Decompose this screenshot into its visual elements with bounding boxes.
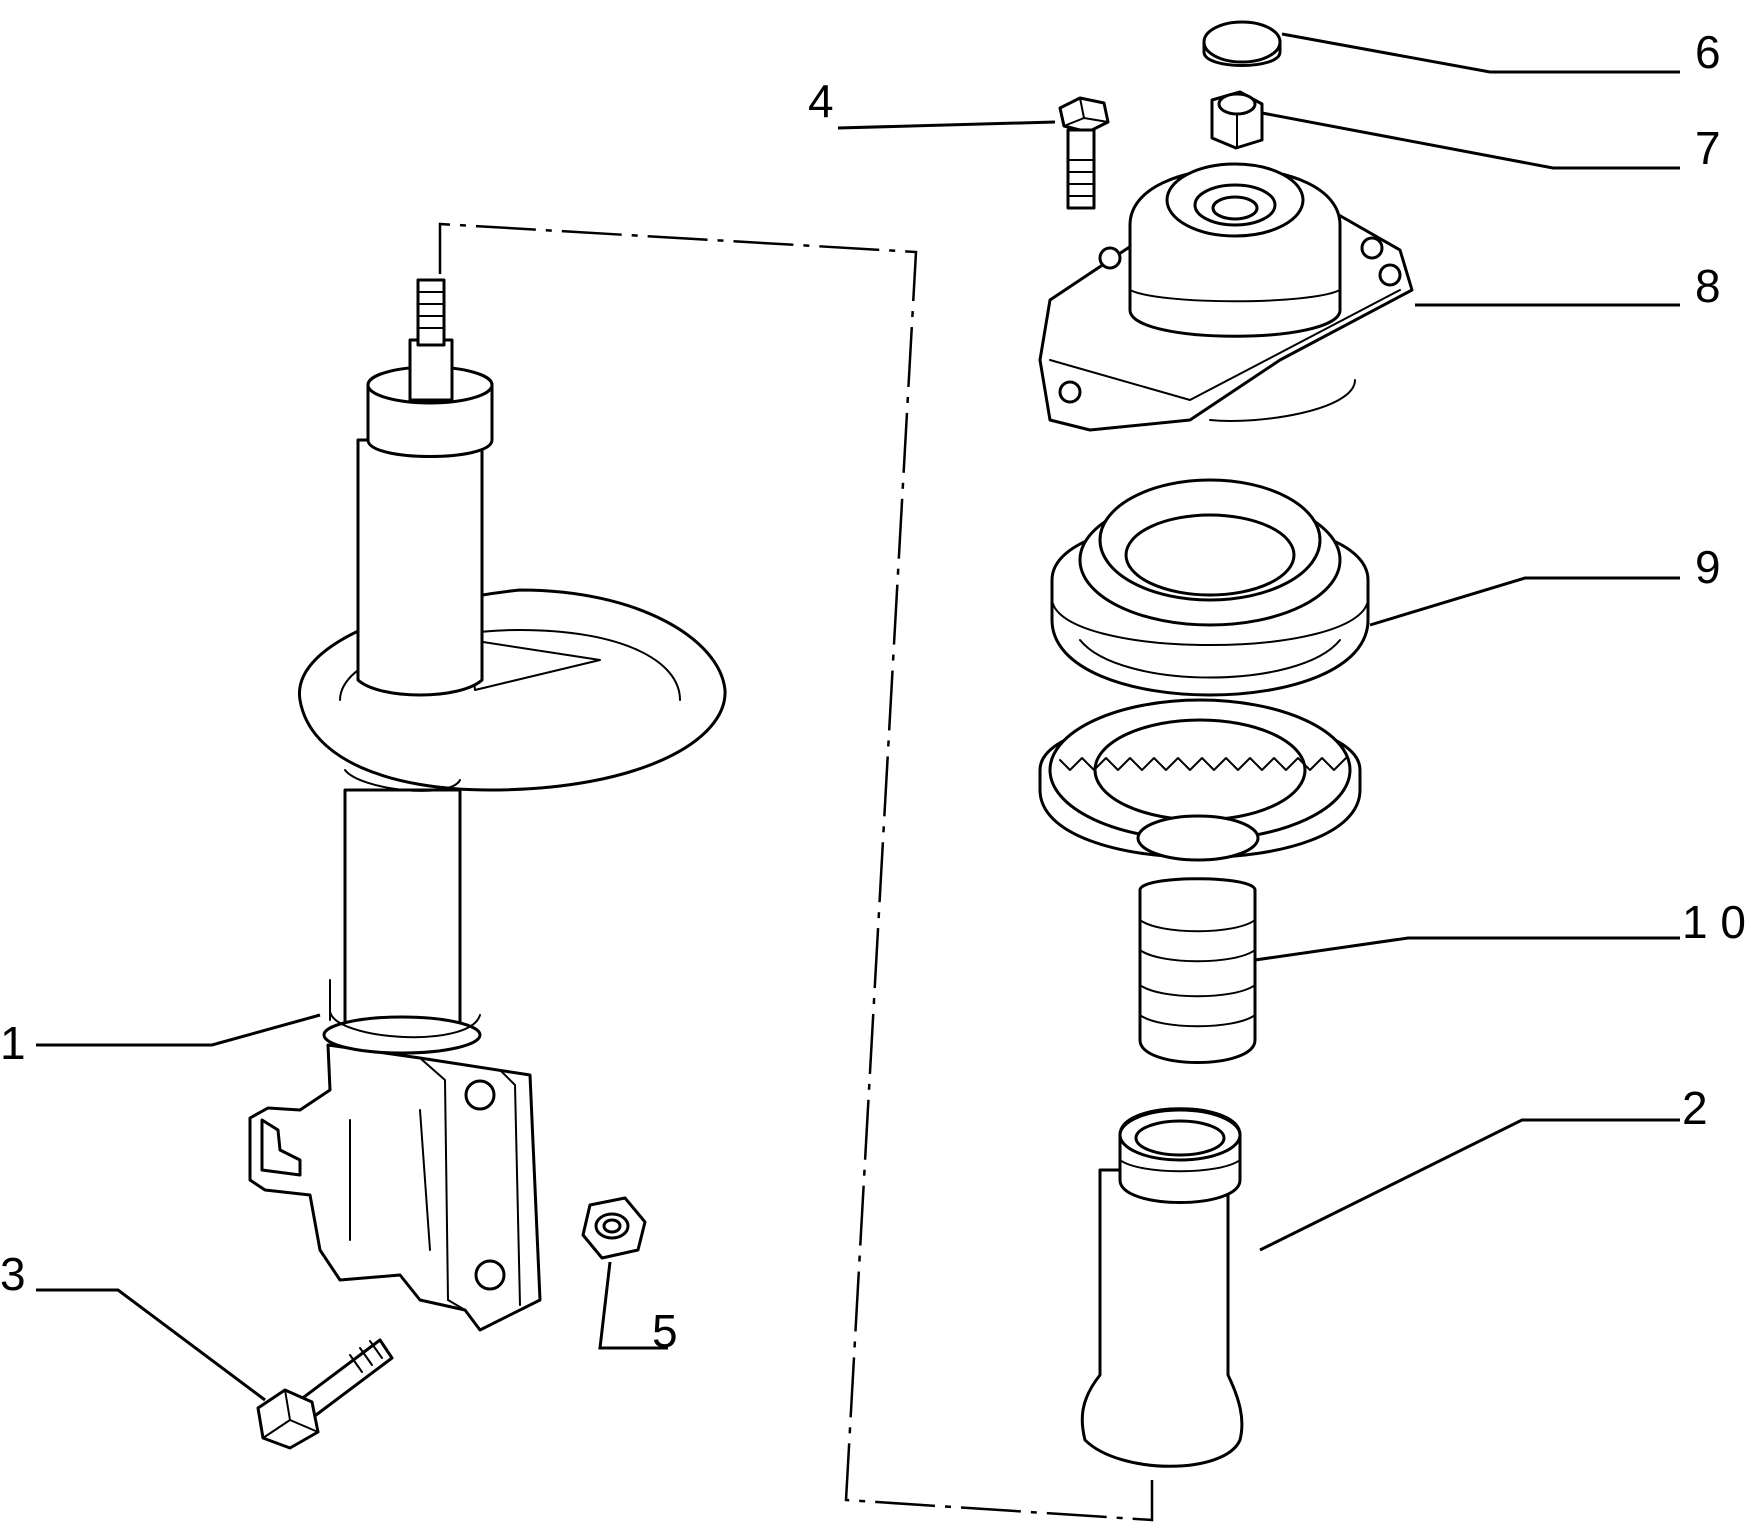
callout-7: 7 — [1695, 122, 1721, 174]
bump-stop — [1138, 877, 1257, 1064]
part-6-dust-cap — [1202, 20, 1282, 67]
strut-upper-tube — [356, 438, 484, 697]
part-8-top-mount — [1038, 162, 1414, 432]
mount-hole-right-1 — [1360, 236, 1384, 260]
mount-hole-top — [1098, 246, 1122, 270]
part-9-bearing — [1050, 478, 1370, 697]
strut-bracket — [248, 1043, 542, 1332]
part-4-bolt — [1058, 96, 1110, 210]
assembly-axis-line — [438, 222, 1154, 1522]
callout-5: 5 — [652, 1305, 678, 1357]
part-2-dust-boot — [1080, 1107, 1244, 1468]
boot-body — [1080, 1168, 1244, 1468]
part-3-bolt — [256, 1338, 394, 1450]
callout-9: 9 — [1695, 541, 1721, 593]
part-10-spring-pad — [1038, 698, 1362, 1064]
part-7-nut — [1210, 90, 1264, 150]
bracket-hole-upper — [464, 1079, 496, 1111]
piston-thread — [416, 278, 446, 347]
callout-10: 1 0 — [1682, 896, 1746, 948]
callout-4: 4 — [808, 75, 834, 127]
piston-rod — [408, 338, 454, 402]
callout-8: 8 — [1695, 260, 1721, 312]
mount-hole-left — [1058, 380, 1082, 404]
leader-lines — [36, 32, 1680, 1402]
bracket-hole-lower — [474, 1259, 506, 1291]
callout-3: 3 — [0, 1248, 26, 1300]
callout-1: 1 — [0, 1017, 26, 1069]
callout-2: 2 — [1682, 1082, 1708, 1134]
mount-hole-right-2 — [1378, 263, 1402, 287]
strut-lower-tube — [343, 788, 462, 1053]
callout-labels: 1 2 3 4 5 6 7 8 9 1 0 — [0, 26, 1746, 1357]
part-5-nut — [581, 1196, 647, 1260]
part-1-strut — [248, 278, 727, 1332]
callout-6: 6 — [1695, 26, 1721, 78]
